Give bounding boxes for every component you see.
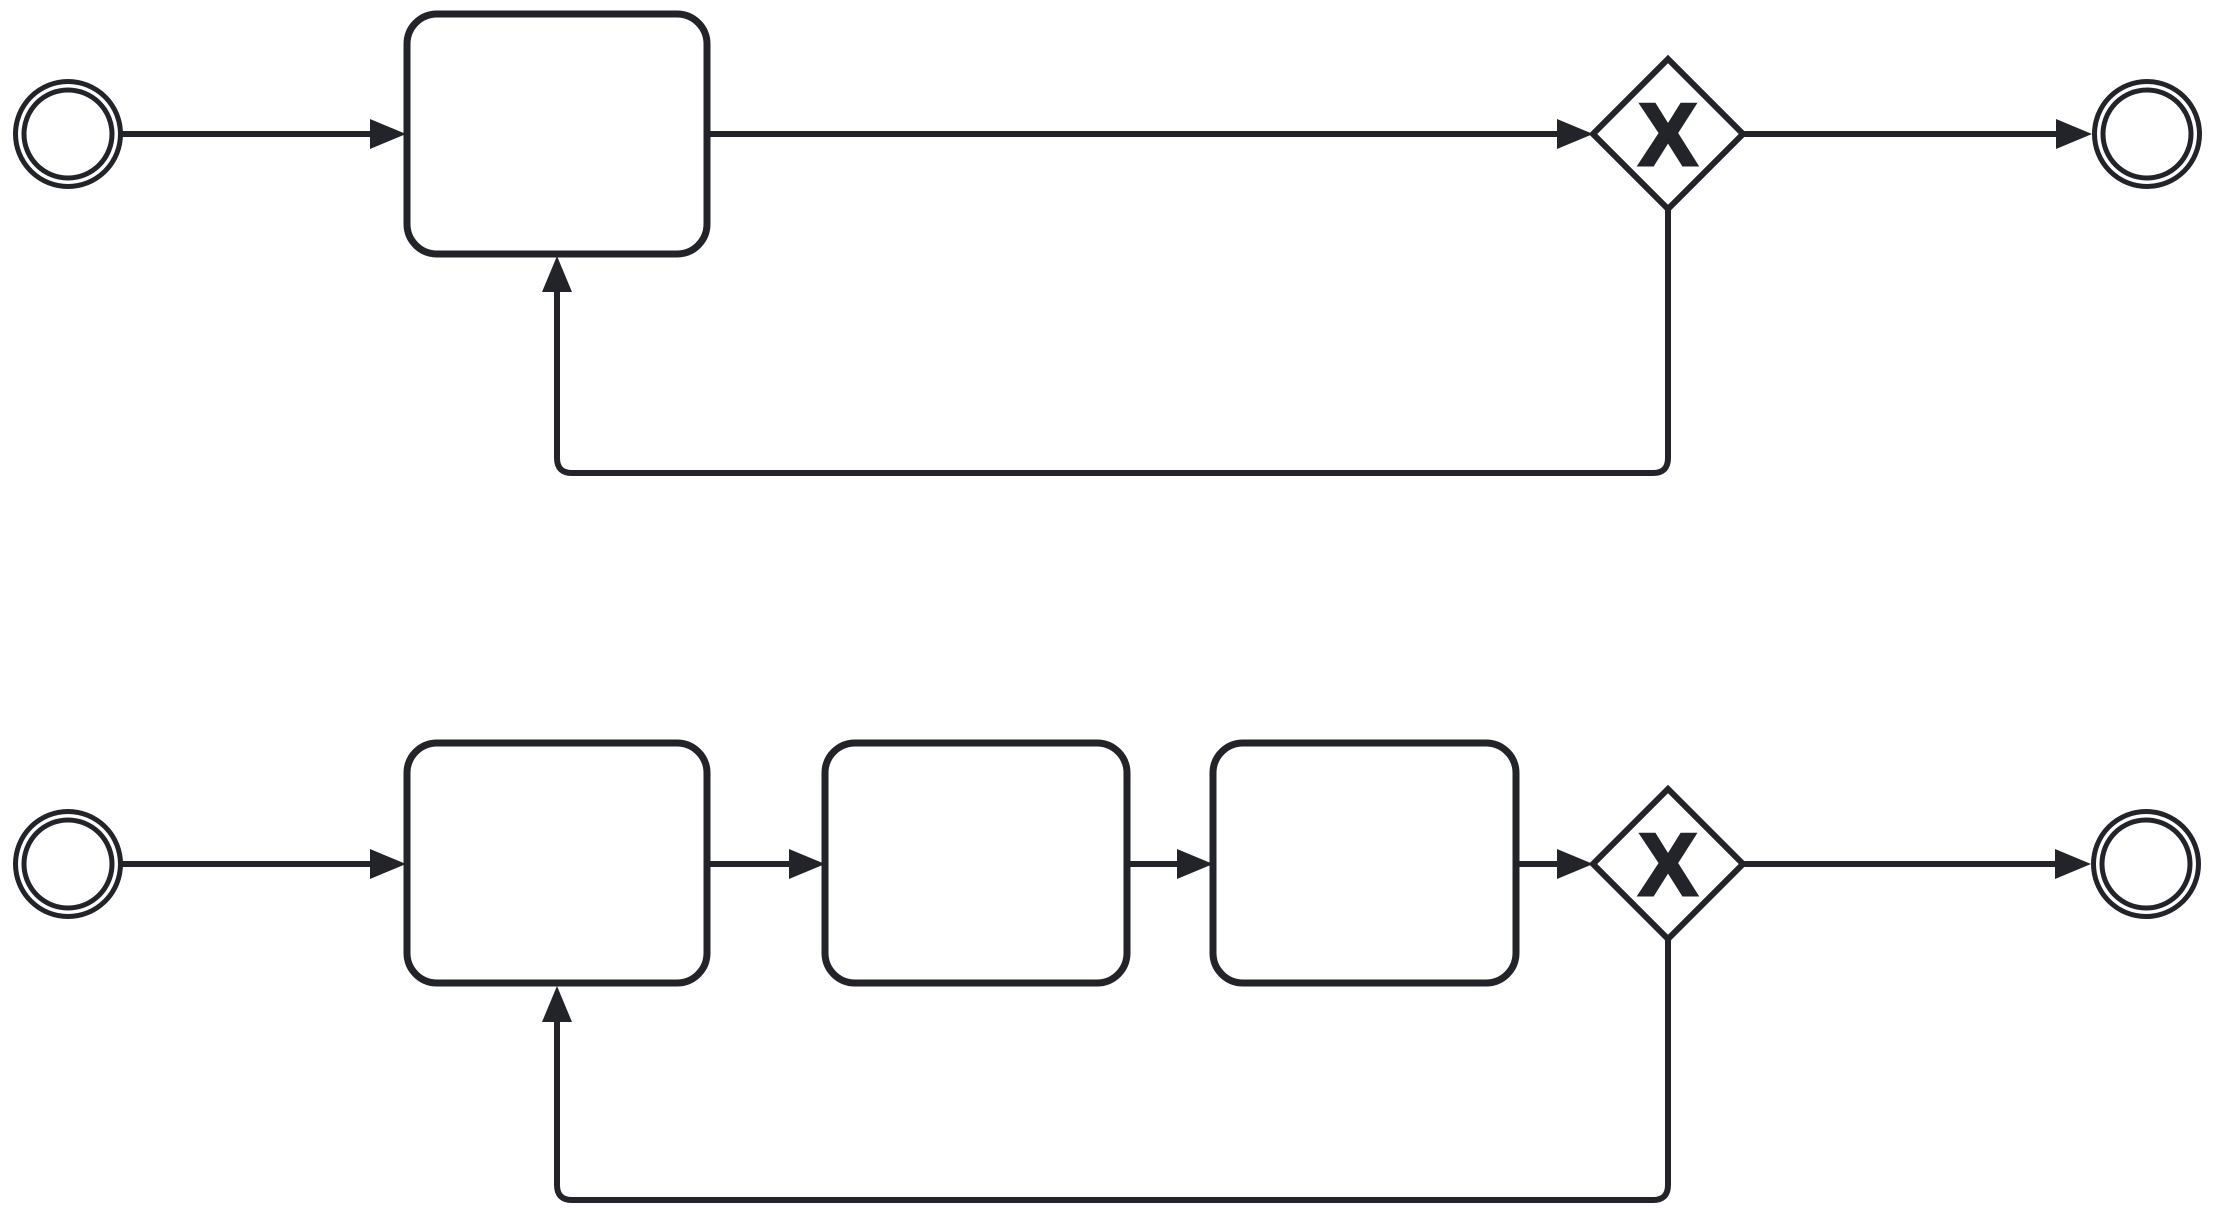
process-bottom: X xyxy=(13,739,2201,1203)
end-event[interactable] xyxy=(2091,809,2201,919)
exclusive-gateway-x-marker: X xyxy=(1639,85,1698,184)
exclusive-gateway[interactable]: X xyxy=(1588,54,1748,214)
task[interactable] xyxy=(403,10,711,258)
arrowhead-icon xyxy=(789,849,825,879)
process-top: X xyxy=(13,10,2202,476)
sequence-flow-start-to-task1[interactable] xyxy=(121,849,406,879)
end-event[interactable] xyxy=(2092,79,2202,189)
arrowhead-icon xyxy=(370,119,406,149)
sequence-flow-task3-to-gateway[interactable] xyxy=(1516,849,1593,879)
task-shape xyxy=(1209,739,1520,987)
start-event[interactable] xyxy=(13,809,123,919)
sequence-flow-task1-to-task2[interactable] xyxy=(707,849,825,879)
arrowhead-icon xyxy=(1557,119,1593,149)
exclusive-gateway-x-marker: X xyxy=(1639,815,1698,914)
sequence-flow-loop-back[interactable] xyxy=(542,939,1671,1203)
arrowhead-up-icon xyxy=(542,986,572,1022)
arrowhead-icon xyxy=(1557,849,1593,879)
sequence-flow-task2-to-task3[interactable] xyxy=(1127,849,1213,879)
event-inner-ring xyxy=(21,817,115,911)
task-2[interactable] xyxy=(821,739,1131,987)
event-inner-ring xyxy=(2099,817,2193,911)
sequence-flow-start-to-task[interactable] xyxy=(121,119,406,149)
task-3[interactable] xyxy=(1209,739,1520,987)
exclusive-gateway[interactable]: X xyxy=(1588,784,1748,944)
arrowhead-icon xyxy=(370,849,406,879)
sequence-flow-loop-back[interactable] xyxy=(542,209,1671,476)
arrowhead-icon xyxy=(1177,849,1213,879)
task-shape xyxy=(403,10,711,258)
task-shape xyxy=(403,739,711,987)
sequence-flow-task-to-gateway[interactable] xyxy=(707,119,1593,149)
flow-line xyxy=(554,209,1671,476)
sequence-flow-gateway-to-end[interactable] xyxy=(1743,119,2092,149)
arrowhead-up-icon xyxy=(542,256,572,292)
event-inner-ring xyxy=(2100,87,2194,181)
task-shape xyxy=(821,739,1131,987)
start-event[interactable] xyxy=(13,79,123,189)
arrowhead-icon xyxy=(2055,849,2091,879)
event-inner-ring xyxy=(21,87,115,181)
arrowhead-icon xyxy=(2056,119,2092,149)
flow-line xyxy=(554,939,1671,1203)
task-1[interactable] xyxy=(403,739,711,987)
sequence-flow-gateway-to-end[interactable] xyxy=(1743,849,2091,879)
